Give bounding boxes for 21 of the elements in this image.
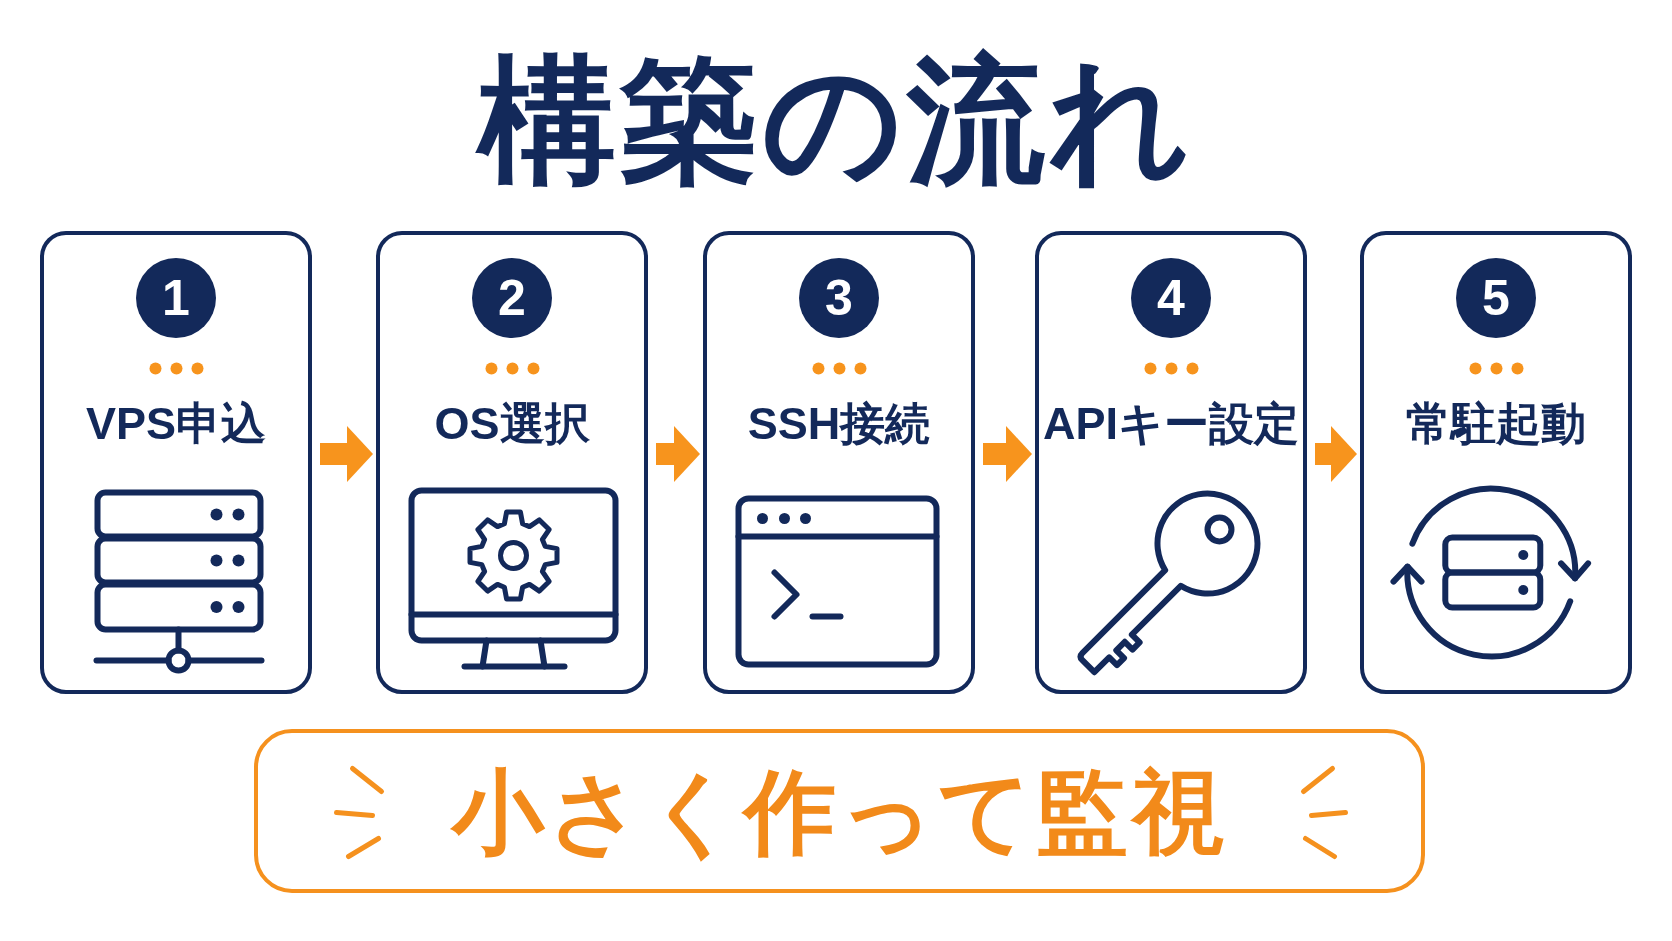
number-circle: 1	[136, 258, 216, 338]
number-circle: 5	[1456, 258, 1536, 338]
step-card	[376, 231, 648, 694]
arrow	[983, 426, 1032, 482]
step-card	[703, 231, 975, 694]
step-label: 常駐起動	[1406, 397, 1586, 451]
step-label: SSH接続	[747, 397, 931, 451]
number-circle: 3	[799, 258, 879, 338]
arrow	[1315, 426, 1357, 482]
step-card	[1360, 231, 1632, 694]
arrow	[320, 426, 373, 482]
step-label: VPS申込	[86, 397, 266, 451]
number-circle: 2	[472, 258, 552, 338]
arrow	[656, 426, 700, 482]
step-card	[1035, 231, 1307, 694]
banner-text: 小さく作って監視	[452, 760, 1228, 865]
step-card	[40, 231, 312, 694]
number-circle: 4	[1131, 258, 1211, 338]
banner-box	[254, 729, 1425, 893]
step-label: APIキー設定	[1043, 397, 1299, 451]
step-label: OS選択	[434, 397, 590, 451]
